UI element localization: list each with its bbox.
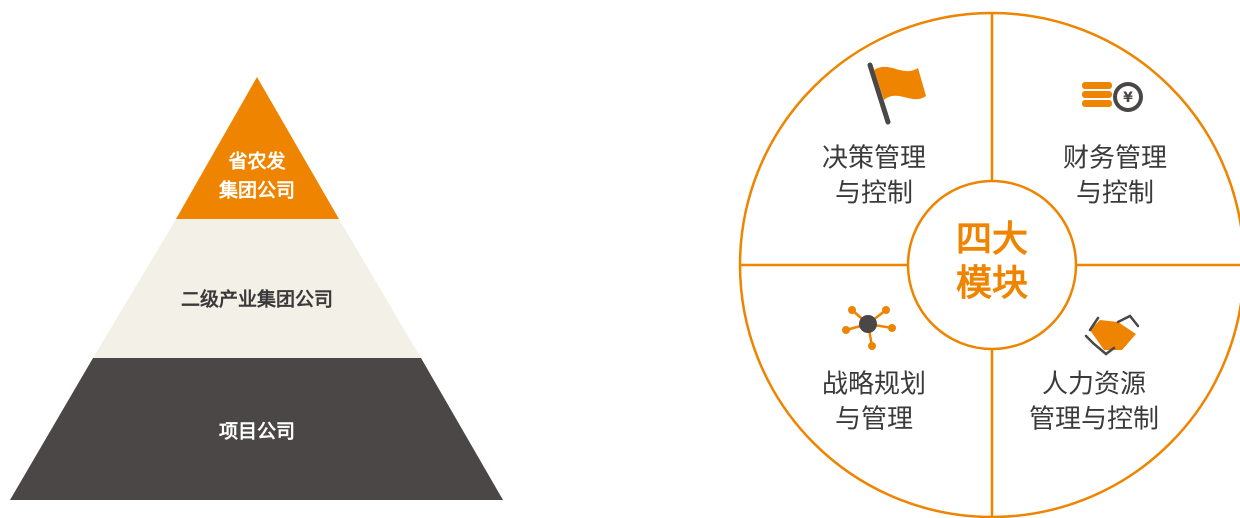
pyramid-tier-middle-label: 二级产业集团公司 [181, 288, 333, 311]
module-finance-label-1: 财务管理 [1063, 144, 1167, 174]
four-module-wheel: 四大 模块 决策管理 与控制 ¥ 财务管理 与控制 [738, 11, 1240, 518]
org-pyramid: 省农发 集团公司 二级产业集团公司 项目公司 [10, 77, 503, 500]
pyramid-tier-bottom [10, 358, 503, 500]
pyramid-tier-top-label-2: 集团公司 [218, 179, 295, 202]
module-decision-label-1: 决策管理 [822, 144, 926, 174]
handshake-icon [1084, 314, 1140, 356]
module-hr: 人力资源 管理与控制 [1029, 314, 1159, 435]
module-finance-label-2: 与控制 [1076, 179, 1154, 209]
network-icon [842, 306, 896, 350]
module-hr-label-1: 人力资源 [1042, 370, 1146, 400]
wheel-center-circle [906, 179, 1078, 351]
module-hr-label-2: 管理与控制 [1029, 405, 1159, 435]
pyramid-tier-bottom-label: 项目公司 [219, 421, 295, 443]
module-strategy-label-2: 与管理 [835, 405, 913, 435]
wheel-center-label-2: 模块 [956, 263, 1028, 304]
wheel-center-label-1: 四大 [956, 219, 1028, 260]
module-strategy: 战略规划 与管理 [822, 306, 926, 435]
coins-icon: ¥ [1082, 82, 1143, 112]
pyramid-tier-top [176, 77, 339, 219]
module-decision: 决策管理 与控制 [822, 62, 926, 209]
module-decision-label-2: 与控制 [835, 179, 913, 209]
module-finance: ¥ 财务管理 与控制 [1063, 82, 1167, 209]
pyramid-tier-top-label-1: 省农发 [227, 150, 286, 173]
module-strategy-label-1: 战略规划 [822, 370, 926, 400]
flag-icon [867, 62, 926, 125]
pyramid-tier-middle [93, 219, 421, 358]
svg-text:¥: ¥ [1123, 90, 1133, 106]
